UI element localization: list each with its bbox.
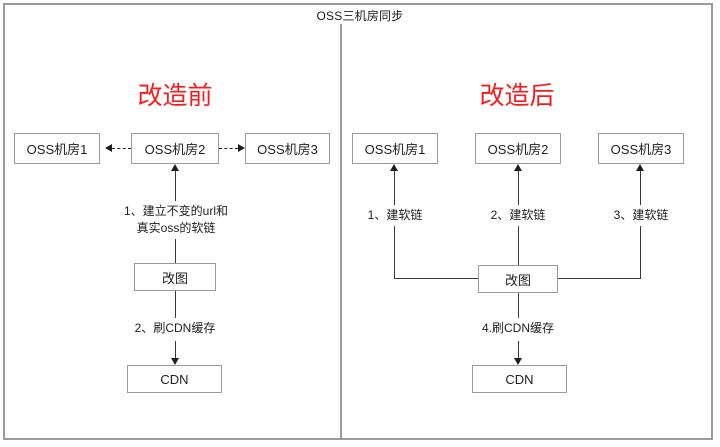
right-node-edit: 改图 [478,265,558,293]
right-label-step4: 4.刷CDN缓存 [458,320,578,337]
left-label-step1-line2: 真实oss的软链 [136,221,216,235]
left-node-edit: 改图 [134,263,216,291]
left-edge-edit-to-oss2-upper [175,171,176,201]
right-edge-edit-to-oss3-arrowhead [636,164,644,171]
right-edge-edit-to-oss3-upper [640,171,641,205]
left-edge-oss2-to-oss3 [219,148,238,149]
right-edge-edit-to-cdn-upper [518,293,519,318]
left-panel-heading: 改造前 [137,82,213,110]
diagram-title: OSS三机房同步 [316,9,404,23]
left-edge-edit-to-cdn-upper [175,291,176,318]
left-edge-oss2-to-oss3-arrowhead [238,144,245,152]
right-node-oss1: OSS机房1 [352,133,438,164]
left-edge-edit-to-oss2-arrowhead [171,164,179,171]
right-node-oss3: OSS机房3 [598,133,684,164]
panel-divider [340,24,342,438]
right-edge-edit-to-oss1-arrowhead [390,164,398,171]
right-node-cdn: CDN [472,365,567,393]
left-edge-edit-to-cdn-lower [175,341,176,359]
left-node-oss2: OSS机房2 [131,133,219,164]
right-edge-edit-to-cdn-lower [518,341,519,359]
right-edge-edit-to-oss2-upper [518,171,519,205]
left-node-cdn: CDN [127,365,222,393]
right-label-step3: 3、建软链 [601,207,681,224]
left-edge-oss2-to-oss1-arrowhead [105,144,112,152]
left-edge-edit-to-cdn-arrowhead [171,358,179,365]
left-label-step1: 1、建立不变的url和 真实oss的软链 [96,203,256,237]
right-edge-edit-to-oss3-lower [640,226,641,278]
right-edge-edit-to-cdn-arrowhead [514,358,522,365]
right-node-oss2: OSS机房2 [475,133,561,164]
right-edge-edit-to-oss1-elbow [394,278,479,279]
right-label-step2: 2、建软链 [478,207,558,224]
right-edge-edit-to-oss2-arrowhead [514,164,522,171]
right-edge-edit-to-oss3-elbow [557,278,641,279]
right-edge-edit-to-oss1-upper [394,171,395,205]
left-label-step1-line1: 1、建立不变的url和 [123,204,228,218]
left-edge-oss2-to-oss1 [112,148,131,149]
right-edge-edit-to-oss2-lower [518,226,519,265]
left-node-oss1: OSS机房1 [14,133,100,164]
left-edge-edit-to-oss2-lower [175,239,176,263]
right-edge-edit-to-oss1-lower [394,226,395,278]
right-panel-heading: 改造后 [479,82,555,110]
left-node-oss3: OSS机房3 [245,133,330,164]
left-label-step2: 2、刷CDN缓存 [110,320,240,337]
right-label-step1: 1、建软链 [355,207,435,224]
